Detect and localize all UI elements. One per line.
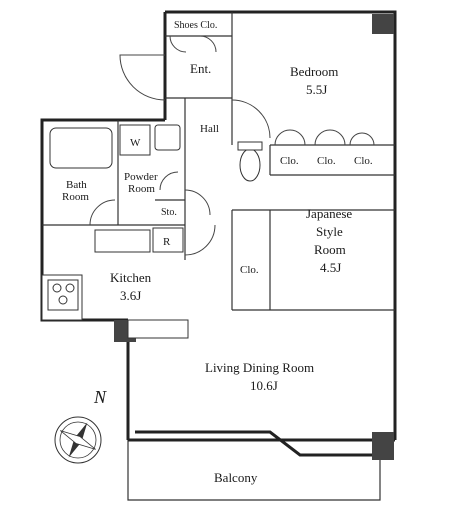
closet-label-3: Clo. [354,155,373,167]
storage-label: Sto. [161,207,177,218]
interior-walls [41,12,395,339]
washer-label: W [130,137,141,149]
bathtub-icon [49,127,113,169]
closet-label-4: Clo. [240,264,259,276]
living-label: Living Dining Room [205,360,314,375]
compass-rose-icon [54,416,102,464]
stove-icon [47,279,79,311]
hall-label: Hall [200,123,219,135]
washer-icon [119,124,151,156]
closet-label-1: Clo. [280,155,299,167]
compass-north-label: N [93,387,107,407]
balcony-label: Balcony [214,470,258,485]
japanese-label-2: Style [316,224,343,239]
japanese-label-3: Room [314,242,346,257]
closet-label-2: Clo. [317,155,336,167]
shoes-closet-label: Shoes Clo. [174,20,217,31]
closet-doors [274,129,375,146]
bedroom-label: Bedroom [290,64,338,79]
japanese-size: 4.5J [320,260,341,275]
room-labels: Shoes Clo. Ent. Bedroom 5.5J Hall Clo. C… [62,20,373,485]
room-doors [89,35,271,256]
powder-label-2: Room [128,183,155,195]
bath-label-2: Room [62,191,89,203]
bedroom-size: 5.5J [306,82,327,97]
toilet-icon [239,148,261,182]
fixtures: W R [47,124,263,311]
sink-icon [154,124,181,151]
outer-walls [40,10,397,501]
entrance-label: Ent. [190,61,211,76]
balcony-wall [135,430,372,457]
bath-label-1: Bath [66,179,87,191]
kitchen-label: Kitchen [110,270,152,285]
powder-label-1: Powder [124,171,158,183]
fridge-label: R [163,236,171,248]
fridge-icon [152,227,184,253]
toilet-tank-icon [237,141,263,151]
japanese-label-1: Japanese [306,206,352,221]
living-size: 10.6J [250,378,278,393]
kitchen-size: 3.6J [120,288,141,303]
